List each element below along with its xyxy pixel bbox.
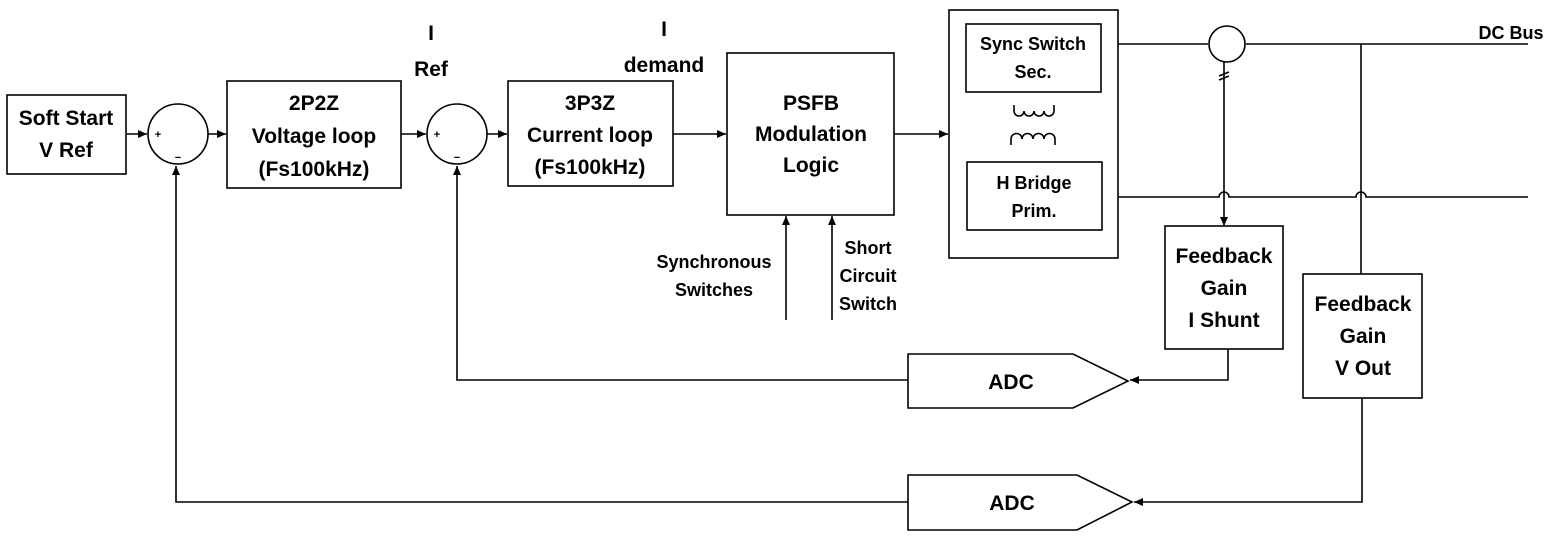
current-sensor-icon	[1208, 25, 1246, 63]
power-stage-block: Sync Switch Sec. H Bridge Prim.	[948, 9, 1119, 259]
synchronous-switches-line-2: Switches	[675, 280, 753, 300]
sum1-minus-sign: −	[175, 152, 181, 164]
psfb-modulation-block: PSFB Modulation Logic	[726, 52, 895, 216]
wire-dc-bus-bottom	[1118, 191, 1528, 198]
psfb-line-2: Modulation	[755, 123, 867, 146]
short-circuit-line-3: Switch	[839, 294, 897, 314]
soft-start-line-1: Soft Start	[19, 107, 114, 130]
current-sense-tick-marks	[1218, 71, 1230, 81]
voltage-loop-line-2: Voltage loop	[252, 125, 376, 148]
fb-v-out-line-3: V Out	[1335, 357, 1391, 380]
wire-i-shunt-to-adc	[1130, 349, 1229, 384]
psfb-line-1: PSFB	[783, 92, 839, 115]
h-bridge-prim-block: H Bridge Prim.	[966, 161, 1103, 231]
feedback-gain-i-shunt-block: Feedback Gain I Shunt	[1164, 225, 1284, 350]
fb-i-shunt-line-3: I Shunt	[1188, 309, 1259, 332]
adc-voltage-label: ADC	[989, 492, 1035, 515]
fb-i-shunt-line-2: Gain	[1201, 277, 1248, 300]
voltage-loop-line-3: (Fs100kHz)	[259, 158, 370, 181]
short-circuit-switch-label: Short Circuit Switch	[839, 238, 897, 314]
fb-i-shunt-line-1: Feedback	[1176, 245, 1273, 268]
wire-adc-voltage-to-sum1	[172, 166, 908, 503]
sum1-plus-sign: +	[155, 129, 161, 141]
summing-junction-voltage: + −	[147, 103, 209, 165]
transformer-icon	[1010, 105, 1056, 145]
soft-start-line-2: V Ref	[39, 139, 94, 162]
voltage-loop-block: 2P2Z Voltage loop (Fs100kHz)	[226, 80, 402, 189]
h-bridge-line-2: Prim.	[1011, 201, 1056, 221]
summing-junction-current: + −	[426, 103, 488, 165]
synchronous-switches-label: Synchronous Switches	[656, 252, 771, 300]
current-loop-block: 3P3Z Current loop (Fs100kHz)	[507, 80, 674, 187]
i-ref-label-line-1: I	[428, 22, 434, 45]
fb-v-out-line-1: Feedback	[1315, 293, 1412, 316]
adc-current-block: ADC	[907, 353, 1130, 409]
psfb-line-3: Logic	[783, 154, 839, 177]
i-demand-label: I demand	[624, 18, 705, 77]
dc-bus-label: DC Bus	[1478, 23, 1543, 43]
synchronous-switches-line-1: Synchronous	[656, 252, 771, 272]
i-demand-label-line-2: demand	[624, 54, 705, 77]
sum2-minus-sign: −	[454, 152, 460, 164]
adc-voltage-block: ADC	[907, 474, 1134, 531]
i-demand-label-line-1: I	[661, 18, 667, 41]
adc-current-label: ADC	[988, 371, 1034, 394]
short-circuit-line-1: Short	[845, 238, 892, 258]
feedback-gain-v-out-block: Feedback Gain V Out	[1302, 273, 1423, 399]
wire-adc-current-to-sum2	[453, 166, 908, 381]
i-ref-label: I Ref	[414, 22, 449, 81]
signal-wires	[127, 43, 1528, 506]
current-loop-line-3: (Fs100kHz)	[535, 156, 646, 179]
sync-switch-sec-block: Sync Switch Sec.	[965, 23, 1102, 93]
h-bridge-line-1: H Bridge	[996, 173, 1071, 193]
current-loop-line-1: 3P3Z	[565, 92, 615, 115]
sync-switch-line-1: Sync Switch	[980, 34, 1086, 54]
wire-v-out-to-adc	[1134, 398, 1363, 506]
soft-start-block: Soft Start V Ref	[6, 94, 127, 175]
voltage-loop-line-1: 2P2Z	[289, 92, 339, 115]
sum2-plus-sign: +	[434, 129, 440, 141]
i-ref-label-line-2: Ref	[414, 58, 449, 81]
sync-switch-line-2: Sec.	[1014, 62, 1051, 82]
fb-v-out-line-2: Gain	[1340, 325, 1387, 348]
current-loop-line-2: Current loop	[527, 124, 653, 147]
short-circuit-line-2: Circuit	[839, 266, 896, 286]
